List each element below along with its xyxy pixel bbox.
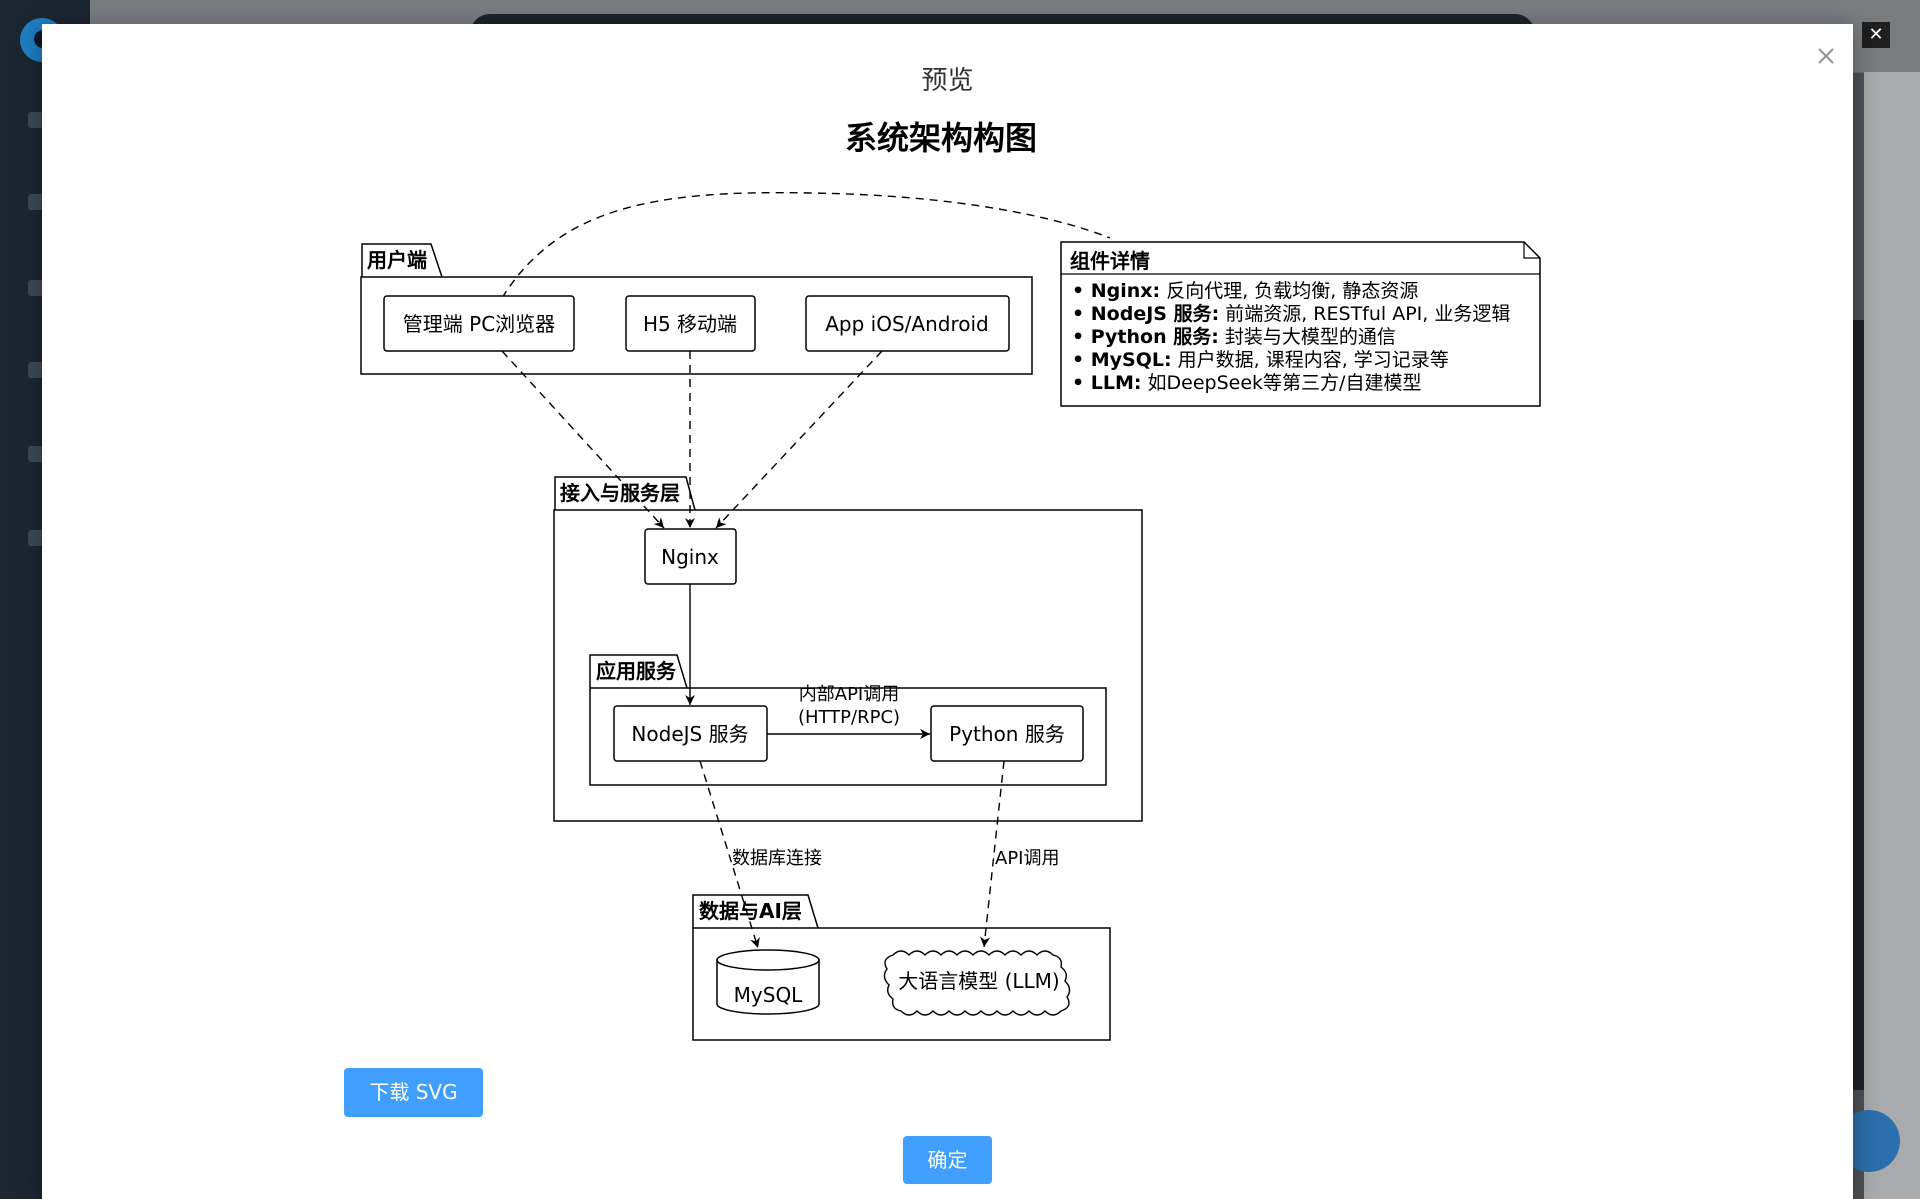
window-close-button[interactable]: ✕ xyxy=(1862,22,1890,48)
edge-label-api-call: API调用 xyxy=(995,848,1059,869)
confirm-button[interactable]: 确定 xyxy=(903,1136,992,1184)
note-connector xyxy=(501,191,1111,299)
close-icon[interactable] xyxy=(1812,42,1840,70)
edge-app-to-nginx xyxy=(715,350,883,529)
node-label: 管理端 PC浏览器 xyxy=(403,312,555,336)
document-icon xyxy=(28,194,46,210)
component-details-note: 组件详情 • Nginx: 反向代理, 负载均衡, 静态资源 • NodeJS … xyxy=(1060,241,1541,407)
node-h5-mobile: H5 移动端 xyxy=(625,295,756,352)
note-item: • NodeJS 服务: 前端资源, RESTful API, 业务逻辑 xyxy=(1072,302,1510,325)
diagram-title: 系统架构构图 xyxy=(845,119,1037,157)
note-item: • MySQL: 用户数据, 课程内容, 学习记录等 xyxy=(1072,349,1449,371)
node-llm-cloud: 大语言模型 (LLM) xyxy=(883,950,1071,1016)
modal-title: 预览 xyxy=(921,66,974,96)
monitor-icon xyxy=(28,446,46,462)
book-icon xyxy=(28,280,46,296)
node-python: Python 服务 xyxy=(930,705,1084,762)
node-app-mobile: App iOS/Android xyxy=(805,295,1010,352)
background-right-area xyxy=(1864,72,1920,1199)
edge-label-db-conn: 数据库连接 xyxy=(732,848,822,869)
edge-label-http-rpc: (HTTP/RPC) xyxy=(798,707,900,728)
database-icon xyxy=(28,362,46,378)
node-label: Nginx xyxy=(661,545,719,569)
preview-modal: 预览 系统架构构图 用户端 组件详情 • Nginx: 反向代理, 负载均衡, … xyxy=(42,24,1853,1199)
gear-icon xyxy=(28,530,46,546)
note-item: • Python 服务: 封装与大模型的通信 xyxy=(1072,325,1396,348)
node-nodejs: NodeJS 服务 xyxy=(613,705,768,762)
architecture-diagram: 系统架构构图 用户端 组件详情 • Nginx: 反向代理, 负载均衡, 静态资… xyxy=(360,119,1541,1041)
note-item: • LLM: 如DeepSeek等第三方/自建模型 xyxy=(1072,372,1421,394)
chat-icon xyxy=(28,112,46,128)
node-label: 大语言模型 (LLM) xyxy=(898,969,1060,993)
node-label: App iOS/Android xyxy=(825,312,989,336)
node-label: H5 移动端 xyxy=(643,312,737,336)
edge-python-to-llm xyxy=(980,760,1005,948)
node-nginx: Nginx xyxy=(644,528,737,585)
node-label: Python 服务 xyxy=(949,722,1065,746)
node-admin-pc: 管理端 PC浏览器 xyxy=(383,295,575,352)
note-title: 组件详情 xyxy=(1070,249,1150,273)
package-label-data: 数据与AI层 xyxy=(699,899,802,923)
note-item: • Nginx: 反向代理, 负载均衡, 静态资源 xyxy=(1072,280,1418,302)
node-mysql-database: MySQL xyxy=(716,949,820,1015)
edge-admin-to-nginx xyxy=(501,350,665,529)
edge-nodejs-to-mysql xyxy=(699,760,760,949)
edge-label-internal-api: 内部API调用 xyxy=(799,684,899,705)
download-svg-button[interactable]: 下载 SVG xyxy=(344,1068,483,1117)
package-label-app: 应用服务 xyxy=(596,659,677,683)
node-label: NodeJS 服务 xyxy=(631,722,748,746)
package-label-access: 接入与服务层 xyxy=(560,481,680,505)
node-label: MySQL xyxy=(734,983,804,1007)
package-label-client: 用户端 xyxy=(367,248,427,272)
